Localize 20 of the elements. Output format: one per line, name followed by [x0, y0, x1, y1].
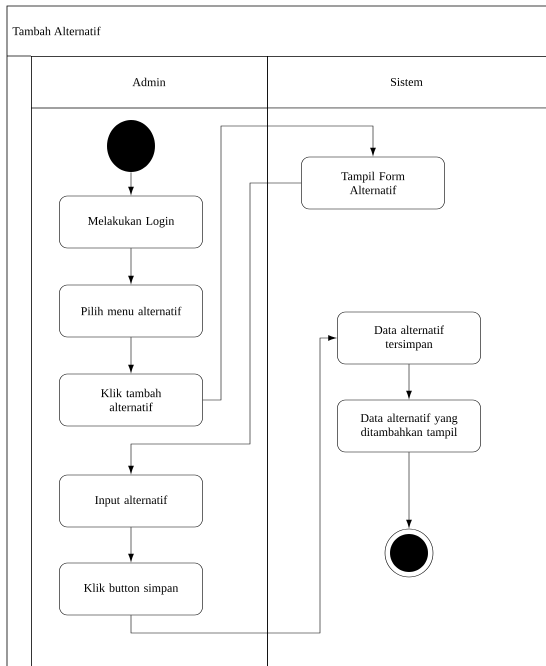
arrow [130, 335, 336, 634]
arrow [406, 364, 412, 399]
activity-box: Data alternatif tersimpan [337, 312, 481, 364]
arrow [128, 248, 134, 284]
arrow [128, 172, 134, 195]
initial-node [107, 120, 155, 172]
arrow [406, 452, 412, 528]
activity-box: Tampil Form Alternatif [301, 156, 445, 210]
activity-box: Pilih menu alternatif [59, 284, 203, 338]
activity-box: Klik tambah alternatif [59, 374, 203, 426]
arrow [128, 527, 134, 562]
activity-box: Klik button simpan [59, 562, 203, 616]
activity-box: Input alternatif [59, 474, 203, 528]
arrow [202, 126, 376, 400]
final-node [384, 528, 434, 578]
arrow [128, 182, 302, 474]
diagram-title: Tambah Alternatif [12, 26, 101, 36]
activity-box: Data alternatif yang ditambahkan tampil [337, 400, 481, 452]
activity-box: Melakukan Login [59, 196, 203, 248]
arrow [128, 337, 134, 373]
